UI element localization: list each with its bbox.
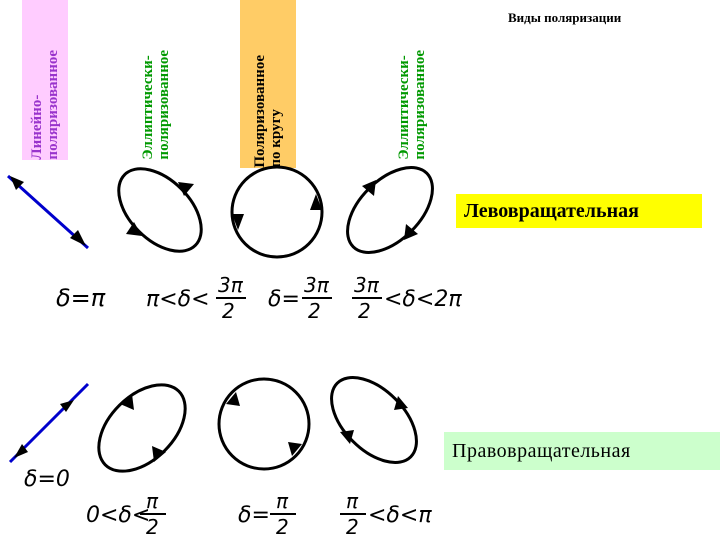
right-rotation-label: Правовращательная: [444, 432, 720, 470]
cond-top-2: π<δ<: [146, 287, 210, 312]
ellipse-bottom-2: [330, 376, 418, 464]
linear-polarization-bottom: [8, 382, 90, 464]
cond-bottom-3-num: π: [276, 489, 289, 513]
cond-top-1: δ=π: [56, 284, 106, 312]
page-title: Виды поляризации: [508, 10, 622, 25]
ellipse-bottom-1: [97, 383, 187, 473]
column-label-circular: Поляризованное по кругу: [240, 0, 296, 168]
cond-top-3: δ=: [268, 287, 300, 312]
cond-bottom-2-num: π: [146, 489, 159, 513]
cond-top-2-den: 2: [222, 299, 235, 323]
cond-top-3-num: 3π: [304, 273, 330, 297]
cond-bottom-3: δ=: [238, 503, 270, 528]
cond-bottom-3-den: 2: [276, 515, 289, 539]
linear-polarization-top: [6, 174, 90, 250]
cond-top-2-num: 3π: [218, 273, 244, 297]
ellipse-top-1: [117, 167, 203, 253]
column-label-linear: Линейно- поляризованное: [22, 0, 68, 160]
circle-top: [230, 165, 324, 259]
cond-top-4-num: 3π: [354, 273, 380, 297]
cond-top-4-den: 2: [358, 299, 371, 323]
left-rotation-label: Левовращательная: [456, 194, 702, 228]
cond-bottom-4: <δ<π: [368, 503, 432, 528]
cond-bottom-2-den: 2: [146, 515, 159, 539]
cond-bottom-4-den: 2: [346, 515, 359, 539]
cond-top-3-den: 2: [308, 299, 321, 323]
ellipse-top-2: [346, 166, 434, 254]
cond-top-4: <δ<2π: [384, 287, 462, 312]
cond-bottom-4-num: π: [346, 489, 359, 513]
cond-bottom-1: δ=0: [24, 467, 70, 492]
circle-bottom: [217, 377, 311, 471]
cond-bottom-2: 0<δ<: [86, 503, 150, 528]
